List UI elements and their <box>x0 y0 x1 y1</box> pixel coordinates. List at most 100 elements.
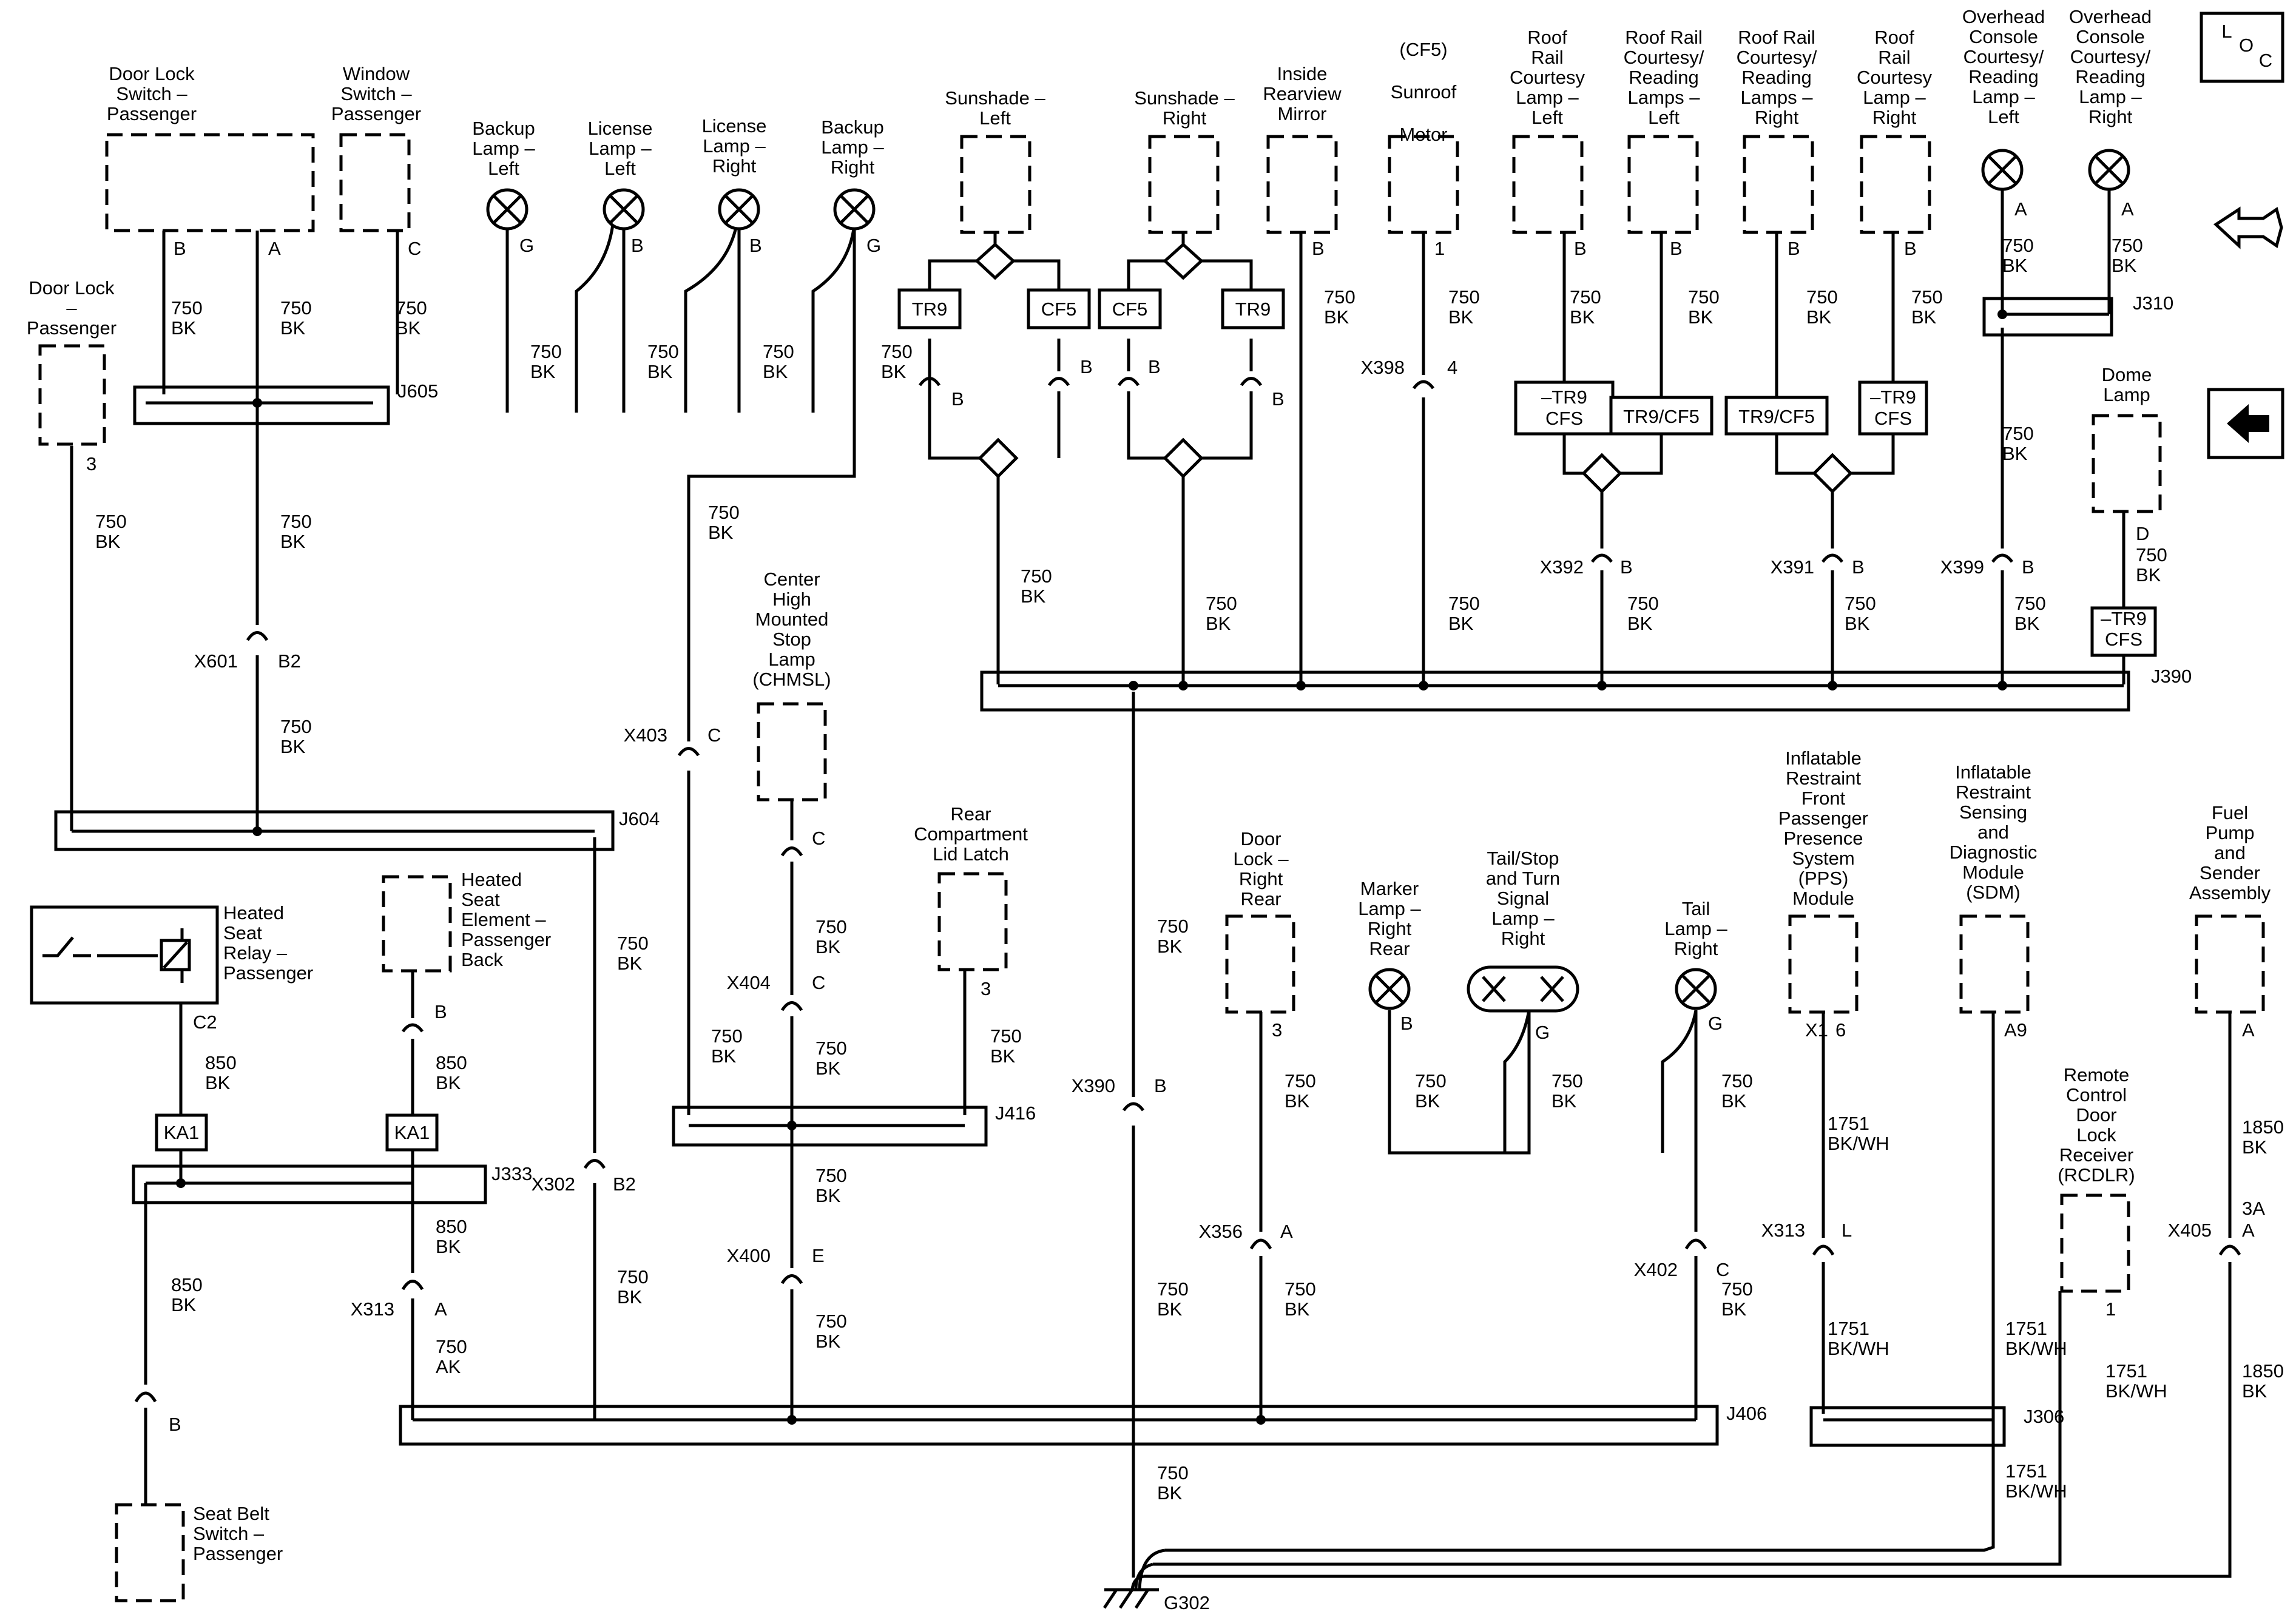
pin-label: 3A <box>2242 1198 2265 1219</box>
sunshade-right-box[interactable] <box>1148 135 1220 234</box>
roof-rail-courtesy-right-box[interactable] <box>1860 135 1931 234</box>
seat-belt-switch-box[interactable] <box>115 1503 185 1602</box>
connector-label: X356 <box>1199 1221 1243 1242</box>
option-label: KA1 <box>394 1122 430 1143</box>
window-switch-passenger-box[interactable] <box>339 133 411 232</box>
rear-lid-latch-box[interactable] <box>937 872 1008 971</box>
loc-icon[interactable] <box>2200 12 2284 83</box>
pps-module-box[interactable] <box>1788 914 1859 1014</box>
pin-label: 1 <box>2105 1298 2116 1320</box>
chmsl-box[interactable] <box>757 702 827 802</box>
pin-label: B <box>1904 238 1917 259</box>
nav-icons <box>2200 12 2284 459</box>
connector-label: X405 <box>2168 1220 2212 1241</box>
connector-label: X392 <box>1540 556 1584 578</box>
rcdlr-box[interactable] <box>2060 1193 2130 1293</box>
door-lock-passenger-box[interactable] <box>38 344 106 446</box>
fuel-pump-box[interactable] <box>2195 914 2265 1014</box>
splice-bar-j406 <box>399 1405 1719 1446</box>
pin-label: A <box>2242 1019 2255 1041</box>
pin-label: A <box>2014 198 2027 220</box>
option-label: TR9 <box>1235 299 1271 320</box>
pin-label: C <box>812 972 825 993</box>
lamp-icon <box>1981 149 2024 191</box>
roof-rail-courtesy-left-box[interactable] <box>1512 135 1584 234</box>
roof-rail-reading-right-box[interactable] <box>1743 135 1814 234</box>
pin-label: B <box>1312 238 1325 259</box>
sdm-box[interactable] <box>1959 914 2030 1014</box>
splice-bar-j333 <box>132 1164 487 1204</box>
pin-label: G <box>1708 1013 1723 1034</box>
dome-lamp-box[interactable] <box>2092 414 2162 513</box>
sunroof-motor-box[interactable] <box>1388 135 1459 234</box>
option-label: TR9/CF5 <box>1623 406 1700 427</box>
pin-label: C2 <box>193 1011 217 1033</box>
option-label: KA1 <box>164 1122 200 1143</box>
pin-label: A9 <box>2004 1019 2027 1041</box>
pin-label: 6 <box>1835 1019 1846 1041</box>
door-lock-switch-passenger-box[interactable] <box>105 133 315 232</box>
sunshade-left-title: Sunshade –Left <box>945 87 1045 129</box>
pin-label: C <box>707 724 721 746</box>
pin-label: B <box>174 238 186 259</box>
splice-bar-j416 <box>672 1106 988 1147</box>
pin-label: 1 <box>1434 238 1445 259</box>
pin-label: B <box>1620 556 1633 578</box>
pin-label: 3 <box>981 978 991 999</box>
pin-label: X1 <box>1805 1019 1828 1041</box>
sunshade-left-box[interactable] <box>960 135 1032 234</box>
pin-label: B <box>434 1001 447 1022</box>
splice-bar-j306 <box>1809 1406 2006 1447</box>
pin-label: A <box>268 238 281 259</box>
connector-label: X391 <box>1771 556 1814 578</box>
pin-label: B <box>1788 238 1800 259</box>
splice-bar-j604 <box>54 810 615 851</box>
heated-seat-element-box[interactable] <box>382 875 452 973</box>
pin-label: C <box>408 238 421 259</box>
inside-rearview-mirror-box[interactable] <box>1266 135 1338 234</box>
pin-label: B <box>749 235 762 256</box>
pin-label: L <box>1842 1220 1852 1241</box>
connector-view-icon[interactable] <box>2213 206 2283 249</box>
option-label: CFS <box>1874 408 1912 429</box>
door-lock-right-rear-box[interactable] <box>1225 914 1295 1014</box>
splice-j406: J406 <box>1726 1403 1767 1424</box>
roof-rail-reading-left-box[interactable] <box>1627 135 1699 234</box>
connector-label: X399 <box>1940 556 1984 578</box>
connector-label: X404 <box>727 972 771 993</box>
lamp-icon <box>718 188 760 231</box>
